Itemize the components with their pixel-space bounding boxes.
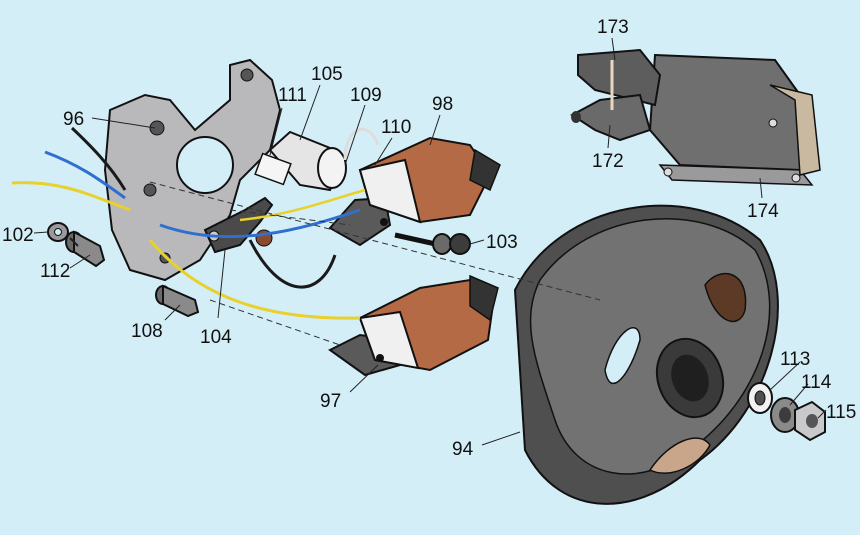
screw-108 [155, 284, 200, 318]
label-108: 108 [131, 321, 163, 342]
label-109: 109 [350, 85, 382, 106]
flywheel-rotor [513, 204, 779, 505]
lighting-coil-lower [328, 274, 499, 377]
screw-112 [65, 230, 106, 268]
bolt-103 [394, 232, 471, 255]
label-114: 114 [801, 372, 832, 393]
part-labels: 96 111 105 109 110 98 102 112 103 108 10… [2, 17, 856, 460]
label-94: 94 [452, 439, 474, 460]
label-172: 172 [592, 151, 624, 172]
label-115: 115 [826, 402, 856, 423]
label-97: 97 [320, 391, 341, 412]
label-173: 173 [597, 17, 629, 38]
ignition-coil [570, 48, 821, 186]
label-104: 104 [200, 327, 232, 348]
label-102: 102 [2, 225, 34, 246]
label-103: 103 [486, 232, 518, 253]
label-111: 111 [278, 85, 307, 106]
label-96: 96 [63, 109, 84, 130]
leader-lines [33, 37, 827, 446]
wire-harness [11, 126, 380, 320]
nut-115 [794, 400, 826, 442]
label-98: 98 [432, 94, 453, 115]
washer-102 [47, 222, 69, 242]
label-110: 110 [381, 117, 411, 138]
label-105: 105 [311, 64, 343, 85]
assembly-axis-lines [149, 181, 601, 346]
lighting-coil-upper [328, 136, 501, 247]
label-112: 112 [40, 261, 70, 282]
label-113: 113 [780, 349, 810, 370]
washer-113 [747, 382, 773, 414]
label-174: 174 [747, 201, 779, 222]
condenser [254, 130, 347, 192]
